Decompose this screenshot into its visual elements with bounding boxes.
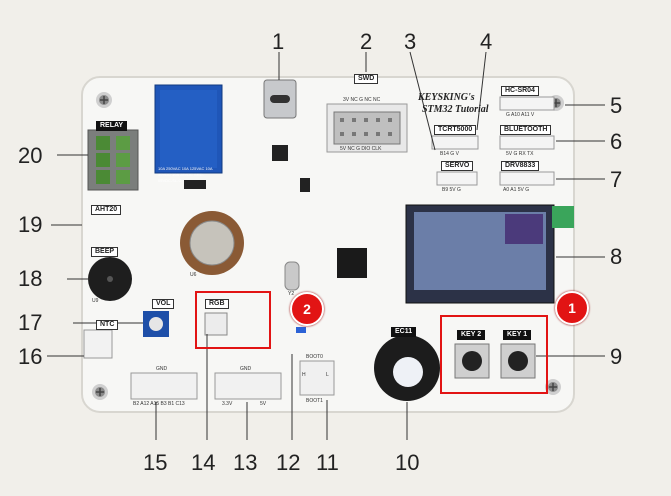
callout-10: 10 xyxy=(395,450,420,475)
callout-4: 4 xyxy=(480,29,493,54)
callout-6: 6 xyxy=(610,129,623,154)
highlight-badge-1: 1 xyxy=(555,291,589,325)
label-swd-top: 3V NC G NC NC xyxy=(343,97,381,103)
callout-14: 14 xyxy=(191,450,216,475)
label-drv8833: DRV8833 xyxy=(501,161,540,171)
label-5v: 5V xyxy=(260,401,267,407)
label-hcsr04-pins: G A10 A11 V xyxy=(506,112,535,118)
label-swd: SWD xyxy=(354,74,379,84)
label-ntc: NTC xyxy=(96,320,119,330)
label-boot-h: H xyxy=(302,372,306,378)
callout-5: 5 xyxy=(610,93,623,118)
label-u9: U9 xyxy=(92,298,99,304)
label-key2: KEY 2 xyxy=(457,330,486,340)
callout-11: 11 xyxy=(316,450,339,475)
label-drv-pins: A0 A1 5V G xyxy=(503,187,530,193)
tcrt5000-connector xyxy=(431,135,479,150)
callout-3: 3 xyxy=(404,29,417,54)
callout-7: 7 xyxy=(610,167,623,192)
callout-2: 2 xyxy=(360,29,373,54)
highlight-badge-2: 2 xyxy=(290,292,324,326)
callout-16: 16 xyxy=(18,344,43,369)
label-pins-left: B2 A12 A15 B3 B1 C13 xyxy=(133,401,185,407)
mcu-chip xyxy=(337,248,367,278)
drv8833-connector xyxy=(499,171,555,186)
callout-8: 8 xyxy=(610,244,623,269)
label-beep: BEEP xyxy=(91,247,119,257)
label-boot0: BOOT0 xyxy=(306,354,323,360)
label-aht20: AHT20 xyxy=(91,205,122,215)
callout-18: 18 xyxy=(18,266,43,291)
label-3v3: 3.3V xyxy=(222,401,233,407)
relay-terminal xyxy=(87,129,139,191)
ic-chip-small xyxy=(272,145,288,161)
label-servo-pins: B9 5V G xyxy=(442,187,461,193)
callout-17: 17 xyxy=(18,310,43,335)
label-servo: SERVO xyxy=(441,161,474,171)
boot-jumpers xyxy=(299,360,335,396)
rgb-led xyxy=(204,312,228,336)
label-relay-text: 10A 250VAC 10A 125VAC 10A 30VDC 10A 28VD… xyxy=(158,166,213,183)
label-vol: VOL xyxy=(152,299,175,309)
callout-9: 9 xyxy=(610,344,623,369)
label-boot-l: L xyxy=(326,372,329,378)
label-bt-pins: 5V G RX TX xyxy=(506,151,534,157)
callout-20: 20 xyxy=(18,143,43,168)
label-gnd-right: GND xyxy=(240,366,252,372)
label-boot1: BOOT1 xyxy=(306,398,323,404)
power-header xyxy=(214,372,282,400)
label-hcsr04: HC-SR04 xyxy=(501,86,539,96)
label-u6: U6 xyxy=(190,272,197,278)
servo-connector xyxy=(436,171,478,186)
hcsr04-connector xyxy=(499,96,555,111)
callout-13: 13 xyxy=(233,450,258,475)
label-relay: RELAY xyxy=(96,121,128,131)
label-swd-bottom: 5V NC G DIO CLK xyxy=(340,146,382,152)
label-tcrt5000: TCRT5000 xyxy=(434,125,477,135)
label-rgb: RGB xyxy=(205,299,229,309)
screw-hole-bottom-left xyxy=(92,384,108,400)
label-bluetooth: BLUETOOTH xyxy=(500,125,552,135)
callout-1: 1 xyxy=(272,29,285,54)
screw-hole-bottom-right xyxy=(545,379,561,395)
label-y2: Y2 xyxy=(288,291,295,297)
brand-line-2: STM32 Tutorial xyxy=(422,104,489,115)
gpio-header-left xyxy=(130,372,198,400)
label-tcrt-pins: B14 G V xyxy=(440,151,459,157)
callout-19: 19 xyxy=(18,212,43,237)
label-key1: KEY 1 xyxy=(503,330,532,340)
callout-12: 12 xyxy=(276,450,301,475)
label-ec11: EC11 xyxy=(391,327,417,337)
bluetooth-connector xyxy=(499,135,555,150)
screw-hole-top-left xyxy=(96,92,112,108)
status-led xyxy=(296,327,306,333)
label-gnd-left: GND xyxy=(156,366,168,372)
callout-15: 15 xyxy=(143,450,168,475)
brand-line-1: KEYSKING's xyxy=(418,92,475,103)
ntc-connector xyxy=(83,329,113,359)
